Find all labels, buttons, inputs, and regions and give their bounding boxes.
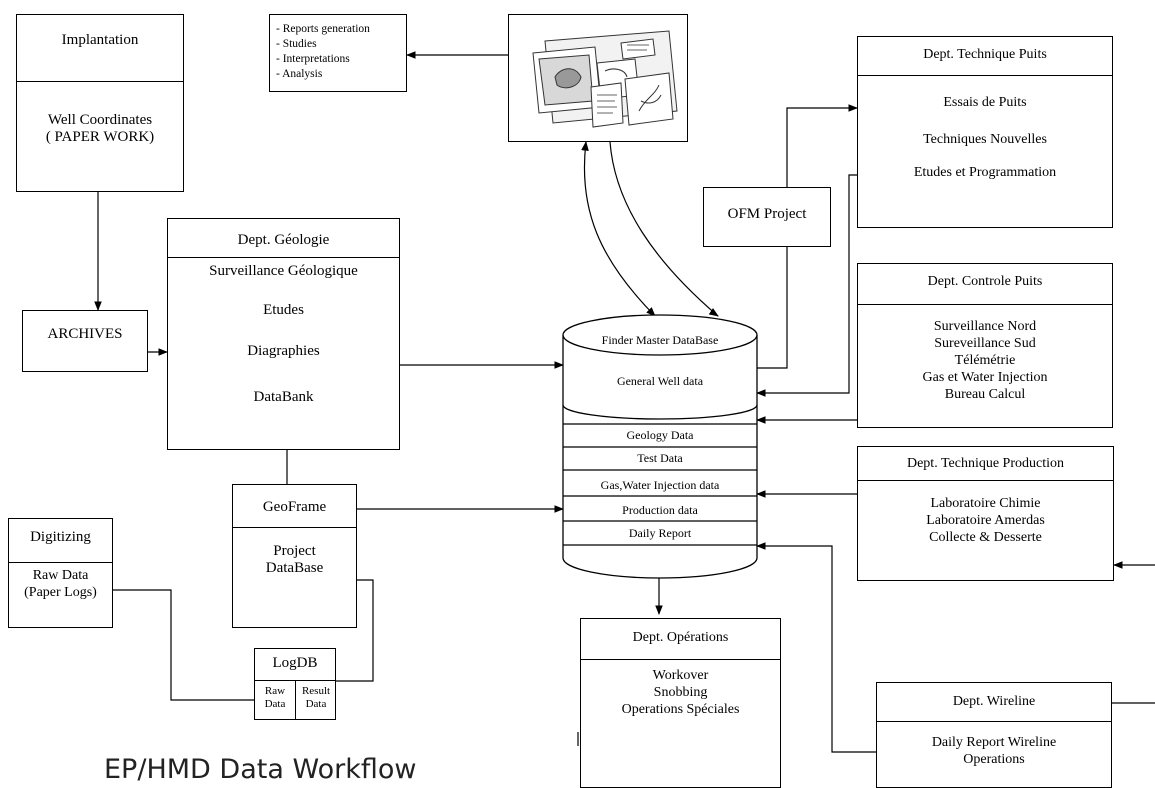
- diagram-caption: EP/HMD Data Workflow: [104, 754, 417, 785]
- technique-production-box: Dept. Technique Production Laboratoire C…: [857, 446, 1114, 581]
- technique-puits-line: Etudes et Programmation: [913, 165, 1057, 180]
- arrow-techpuits-database: [756, 174, 857, 397]
- logdb-result-data: Result Data: [301, 685, 331, 710]
- controle-puits-title: Dept. Controle Puits: [927, 274, 1043, 289]
- technique-production-lines: Laboratoire Chimie Laboratoire Amerdas C…: [926, 496, 1045, 545]
- geologie-line: Etudes: [263, 302, 304, 318]
- geologie-line: DataBank: [253, 389, 314, 405]
- geologie-title: Dept. Géologie: [237, 232, 330, 248]
- technique-puits-box: Dept. Technique Puits Essais de Puits Te…: [857, 36, 1113, 228]
- ofm-project-label: OFM Project: [727, 206, 807, 222]
- reports-item: - Reports generation: [276, 23, 370, 35]
- database-general-data: General Well data: [616, 374, 704, 388]
- archives-label: ARCHIVES: [47, 326, 123, 342]
- implantation-box: Implantation Well Coordinates ( PAPER WO…: [16, 14, 184, 192]
- reports-item: - Studies: [276, 38, 317, 50]
- ofm-project-box: OFM Project: [703, 187, 831, 247]
- archives-box: ARCHIVES: [22, 310, 148, 372]
- technique-puits-line: Essais de Puits: [943, 95, 1027, 110]
- geologie-box: Dept. Géologie Surveillance Géologique E…: [167, 218, 400, 450]
- implantation-title: Implantation: [61, 32, 139, 48]
- technique-production-title: Dept. Technique Production: [906, 456, 1064, 471]
- digitizing-box: Digitizing Raw Data (Paper Logs): [8, 518, 113, 628]
- logdb-box: LogDB Raw Data Result Data: [254, 648, 336, 720]
- computer-workstation-icon: [532, 30, 678, 128]
- database-segment: Test Data: [637, 451, 683, 465]
- implantation-lines: Well Coordinates ( PAPER WORK): [45, 112, 155, 145]
- technique-puits-title: Dept. Technique Puits: [923, 47, 1047, 62]
- logdb-raw-data: Raw Data: [264, 685, 286, 710]
- controle-puits-box: Dept. Controle Puits Surveillance Nord S…: [857, 263, 1113, 428]
- database-cylinder: [562, 314, 758, 579]
- operations-lines: Workover Snobbing Operations Spéciales: [621, 668, 740, 717]
- technique-puits-line: Techniques Nouvelles: [923, 132, 1047, 147]
- geologie-line: Diagraphies: [247, 343, 320, 359]
- database-segment: Production data: [622, 503, 698, 517]
- geoframe-lines: Project DataBase: [265, 543, 324, 576]
- line-digitizing-logdb: [113, 589, 254, 701]
- workstation-box: [508, 14, 688, 142]
- arrow-workstation-database-left: [581, 141, 656, 317]
- reports-item: - Interpretations: [276, 53, 350, 65]
- digitizing-title: Digitizing: [30, 529, 91, 545]
- digitizing-lines: Raw Data (Paper Logs): [24, 568, 97, 600]
- operations-box: Dept. Opérations Workover Snobbing Opera…: [580, 618, 781, 788]
- database-segment: Daily Report: [628, 526, 692, 540]
- reports-item: - Analysis: [276, 68, 323, 80]
- geoframe-title: GeoFrame: [262, 499, 327, 515]
- arrow-workstation-database-right: [609, 141, 719, 317]
- logdb-title: LogDB: [272, 655, 318, 671]
- arrow-wireline-database: [756, 542, 876, 753]
- database-segment: Gas,Water Injection data: [600, 478, 720, 492]
- reports-box: - Reports generation - Studies - Interpr…: [269, 14, 407, 92]
- line-geoframe-logdb: [336, 579, 374, 682]
- database-title: Finder Master DataBase: [601, 333, 719, 347]
- geoframe-box: GeoFrame Project DataBase: [232, 484, 357, 628]
- wireline-box: Dept. Wireline Daily Report Wireline Ope…: [876, 682, 1112, 788]
- operations-title: Dept. Opérations: [632, 630, 729, 645]
- arrow-workstation-database-right-head: [708, 308, 719, 317]
- wireline-lines: Daily Report Wireline Operations: [931, 735, 1057, 767]
- database-segment: Geology Data: [626, 428, 694, 442]
- wireline-title: Dept. Wireline: [952, 694, 1036, 709]
- geologie-line: Surveillance Géologique: [209, 263, 358, 279]
- controle-puits-lines: Surveillance Nord Sureveillance Sud Télé…: [922, 319, 1048, 402]
